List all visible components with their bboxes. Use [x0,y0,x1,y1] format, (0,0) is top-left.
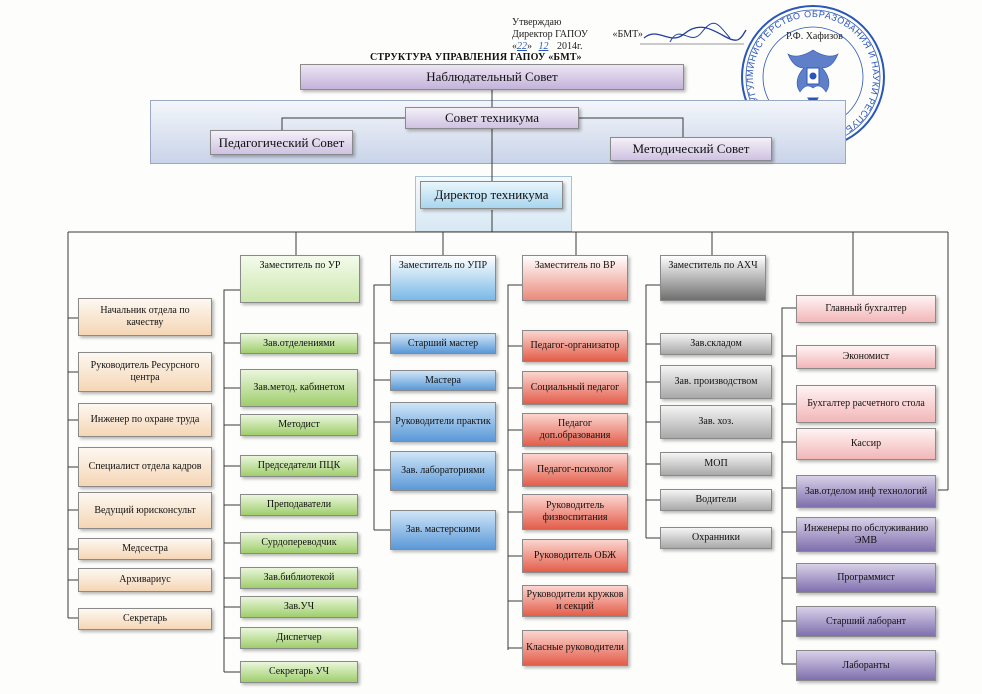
ur-item-3: Председатели ПЦК [240,455,358,477]
ahch-item-5: Охранники [660,527,772,549]
left-item-6: Архивариус [78,568,212,592]
signature-icon [640,22,747,45]
ur-item-4: Преподаватели [240,494,358,516]
deputy-vr-head: Заместитель по ВР [522,255,628,301]
supervisory-board-box: Наблюдательный Совет [300,64,684,90]
ahch-item-3: МОП [660,452,772,476]
right-item-1: Экономист [796,345,936,369]
ahch-item-1: Зав. производством [660,365,772,399]
upr-item-2: Руководители практик [390,402,496,442]
upr-item-1: Мастера [390,370,496,391]
vr-item-7: Класные руководители [522,630,628,666]
right-item-7: Старший лаборант [796,606,936,637]
deputy-upr-head: Заместитель по УПР [390,255,496,301]
upr-item-4: Зав. мастерскими [390,510,496,550]
right-item-3: Кассир [796,428,936,460]
ur-item-6: Зав.библиотекой [240,567,358,589]
left-item-3: Специалист отдела кадров [78,447,212,487]
ped-council-box: Педагогический Совет [210,130,353,155]
ahch-item-0: Зав.складом [660,333,772,355]
approval-line1: Утверждаю [512,17,562,28]
upr-item-3: Зав. лабораториями [390,451,496,491]
upr-item-0: Старший мастер [390,333,496,354]
ahch-item-2: Зав. хоз. [660,405,772,439]
right-item-2: Бухгалтер расчетного стола [796,385,936,423]
right-item-0: Главный бухгалтер [796,295,936,323]
ur-item-8: Диспетчер [240,627,358,649]
chart-title: СТРУКТУРА УПРАВЛЕНИЯ ГАПОУ «БМТ» [370,52,582,63]
ur-item-2: Методист [240,414,358,436]
deputy-ahch-head: Заместитель по АХЧ [660,255,766,301]
approval-org: «БМТ» [612,29,643,40]
right-item-5: Инженеры по обслуживанию ЭМВ [796,517,936,552]
deputy-ur-head: Заместитель по УР [240,255,360,303]
ahch-item-4: Водители [660,489,772,511]
left-item-7: Секретарь [78,608,212,630]
right-item-6: Программист [796,563,936,593]
right-item-4: Зав.отделом инф технологий [796,475,936,508]
ur-item-0: Зав.отделениями [240,333,358,354]
vr-item-4: Руководитель физвоспитания [522,494,628,530]
vr-item-2: Педагог доп.образования [522,413,628,447]
approval-month: 12 [538,41,549,52]
ur-item-7: Зав.УЧ [240,596,358,618]
left-item-4: Ведущий юрисконсульт [78,492,212,529]
tech-council-box: Совет техникума [405,107,579,129]
left-item-1: Руководитель Ресурсного центра [78,352,212,392]
approval-day: 22 [517,41,527,52]
ur-item-1: Зав.метод. кабинетом [240,369,358,407]
right-item-8: Лаборанты [796,650,936,681]
approval-name: Р.Ф. Хафизов [786,31,843,42]
left-item-5: Медсестра [78,538,212,560]
approval-title: Директор ГАПОУ [512,29,588,40]
vr-item-1: Социальный педагог [522,371,628,405]
vr-item-5: Руководитель ОБЖ [522,539,628,573]
vr-item-0: Педагог-организатор [522,330,628,362]
approval-year: 2014г. [557,41,583,52]
approval-date: «22» 12 2014г. [512,41,583,52]
vr-item-6: Руководители кружков и секций [522,585,628,617]
left-item-2: Инженер по охране труда [78,403,212,437]
approval-line2: Директор ГАПОУ «БМТ» [512,29,643,40]
left-item-0: Начальник отдела по качеству [78,298,212,336]
vr-item-3: Педагог-психолог [522,453,628,487]
director-box: Директор техникума [420,181,563,209]
ur-item-9: Секретарь УЧ [240,661,358,683]
method-council-box: Методический Совет [610,137,772,161]
ur-item-5: Сурдопереводчик [240,532,358,554]
